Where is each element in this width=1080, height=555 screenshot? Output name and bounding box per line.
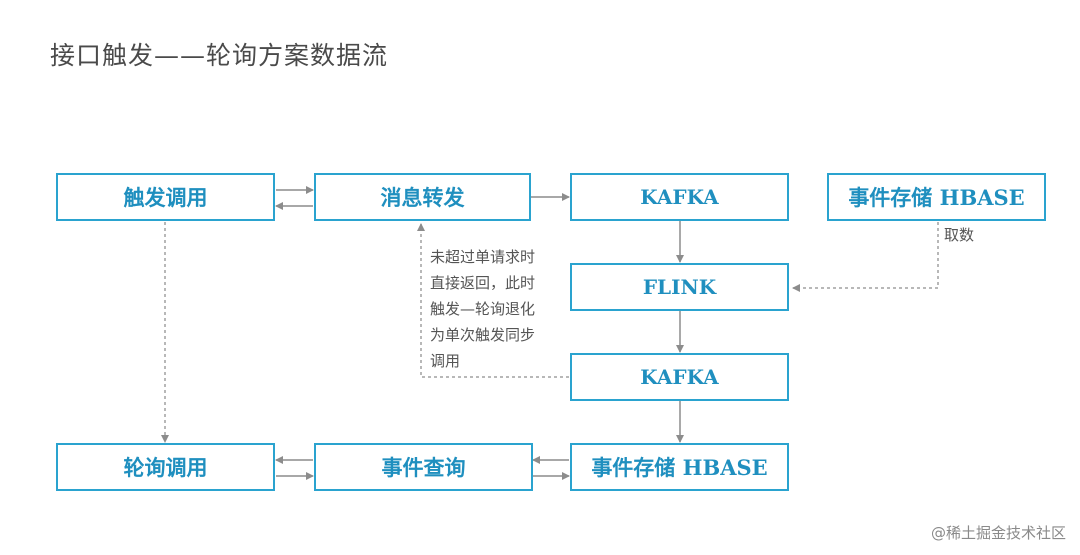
note-line: 触发—轮询退化 xyxy=(430,300,536,318)
node-kafka-mid-label: KAFKA xyxy=(640,365,719,389)
node-event-store-bottom-label: 事件存储 HBASE xyxy=(591,455,768,480)
node-kafka-mid: KAFKA xyxy=(570,353,789,401)
node-message-forward-label: 消息转发 xyxy=(380,185,465,210)
node-event-store-top: 事件存储 HBASE xyxy=(827,173,1046,221)
node-trigger-call-label: 触发调用 xyxy=(123,185,208,210)
node-kafka-top: KAFKA xyxy=(570,173,789,221)
dashed-store-to-flink xyxy=(792,222,939,292)
node-flink: FLINK xyxy=(570,263,789,311)
note-line: 直接返回，此时 xyxy=(430,274,536,292)
node-message-forward: 消息转发 xyxy=(314,173,531,221)
note-line: 调用 xyxy=(430,352,461,370)
node-poll-call-label: 轮询调用 xyxy=(123,455,208,480)
node-event-store-bottom: 事件存储 HBASE xyxy=(570,443,789,491)
fetch-label: 取数 xyxy=(944,226,975,244)
node-kafka-top-label: KAFKA xyxy=(640,185,719,209)
page-title: 接口触发——轮询方案数据流 xyxy=(50,41,389,70)
dashed-kafka-to-forward xyxy=(417,223,569,378)
node-poll-call: 轮询调用 xyxy=(56,443,275,491)
node-flink-label: FLINK xyxy=(642,275,717,299)
node-trigger-call: 触发调用 xyxy=(56,173,275,221)
node-event-store-top-label: 事件存储 HBASE xyxy=(848,185,1025,210)
node-event-query: 事件查询 xyxy=(314,443,533,491)
note-line: 未超过单请求时 xyxy=(430,248,536,266)
watermark: @稀土掘金技术社区 xyxy=(930,524,1066,542)
note-line: 为单次触发同步 xyxy=(430,326,536,344)
fallback-note: 未超过单请求时 直接返回，此时 触发—轮询退化 为单次触发同步 调用 xyxy=(430,244,535,374)
node-event-query-label: 事件查询 xyxy=(381,455,466,480)
